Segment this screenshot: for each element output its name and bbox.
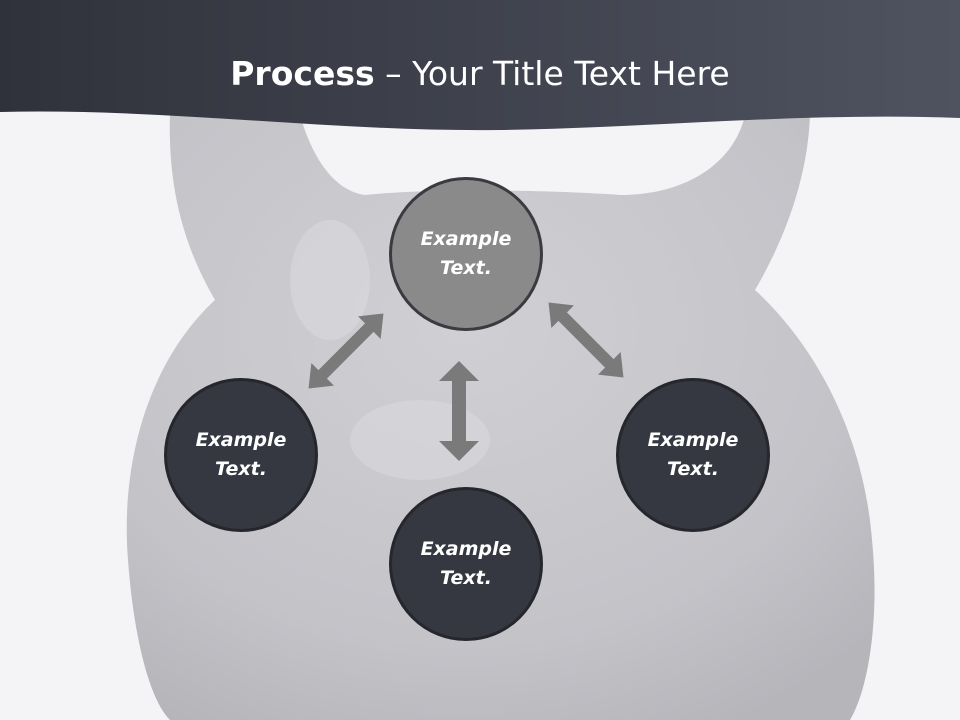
slide-title: Process – Your Title Text Here [0, 52, 960, 96]
double-arrow-left [308, 313, 384, 389]
process-node-left: Example Text. [164, 378, 318, 532]
node-label: Example Text. [420, 228, 512, 279]
header-band [0, 0, 960, 131]
title-bold: Process [230, 54, 375, 93]
process-node-right: Example Text. [616, 378, 770, 532]
node-label: Example Text. [647, 429, 739, 480]
process-node-bottom: Example Text. [389, 487, 543, 641]
process-node-top: Example Text. [389, 177, 543, 331]
node-label: Example Text. [420, 538, 512, 589]
node-label: Example Text. [195, 429, 287, 480]
double-arrow-right [548, 302, 624, 378]
double-arrow-vertical [439, 361, 479, 461]
title-rest: – Your Title Text Here [374, 54, 730, 93]
